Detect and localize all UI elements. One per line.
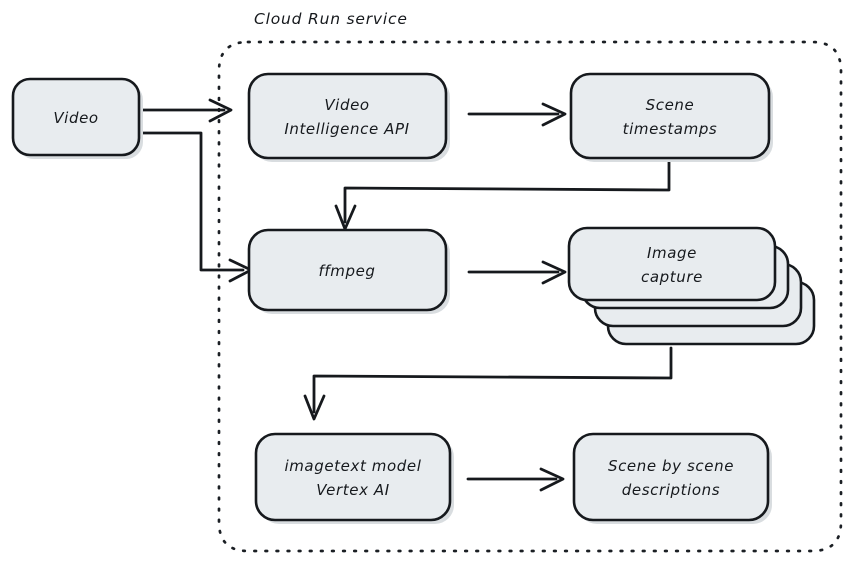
node-shape (247, 72, 448, 160)
node-label-line-1: Video (53, 109, 98, 127)
edge-scene-timestamps-to-ffmpeg (334, 156, 671, 231)
arrow-head-icon (303, 394, 326, 421)
edge-line (343, 156, 671, 224)
edge-video-to-video-intelligence-api (140, 98, 233, 123)
arrow-head-icon (541, 260, 567, 285)
edge-ffmpeg-to-image-capture (467, 260, 567, 285)
edge-video-to-ffmpeg (140, 131, 253, 283)
node-scene-timestamps[interactable]: Scene timestamps (569, 72, 773, 162)
edge-line (312, 346, 673, 414)
edge-line (140, 131, 245, 272)
node-label-line-1: Image (647, 244, 697, 262)
node-scene-by-scene-descriptions[interactable]: Scene by scene descriptions (572, 432, 772, 524)
node-shape (569, 72, 771, 160)
edge-image-capture-to-imagetext-model (303, 346, 673, 421)
node-shape (254, 432, 452, 522)
node-shape (11, 77, 141, 157)
arrow-head-icon (208, 98, 233, 123)
node-image-capture[interactable]: Image capture (567, 226, 816, 346)
node-shape (572, 432, 770, 522)
node-label-line-2: descriptions (622, 481, 720, 499)
group-title-label: Cloud Run service (254, 10, 408, 28)
node-stack-layer-1 (567, 226, 777, 302)
node-video[interactable]: Video (11, 77, 143, 159)
node-shape (247, 228, 448, 312)
arrow-head-icon (541, 102, 567, 127)
node-imagetext-model-vertex-ai[interactable]: imagetext model Vertex AI (254, 432, 454, 524)
node-label-line-2: capture (641, 268, 703, 286)
node-label-line-1: Video (324, 96, 369, 114)
node-label-line-1: ffmpeg (318, 262, 375, 280)
node-label-line-1: Scene by scene (608, 457, 734, 475)
node-label-line-1: imagetext model (284, 457, 421, 475)
node-label-line-2: Intelligence API (284, 120, 409, 138)
edge-video-intelligence-api-to-scene-timestamps (467, 102, 567, 127)
node-label-line-2: Vertex AI (316, 481, 390, 499)
node-label-line-2: timestamps (623, 120, 718, 138)
node-label-line-1: Scene (646, 96, 695, 114)
arrow-head-icon (539, 467, 565, 492)
node-ffmpeg[interactable]: ffmpeg (247, 228, 450, 314)
edge-imagetext-model-to-scene-descriptions (466, 467, 565, 492)
cloud-run-service-group: Cloud Run service (217, 10, 843, 553)
node-video-intelligence-api[interactable]: Video Intelligence API (247, 72, 450, 162)
